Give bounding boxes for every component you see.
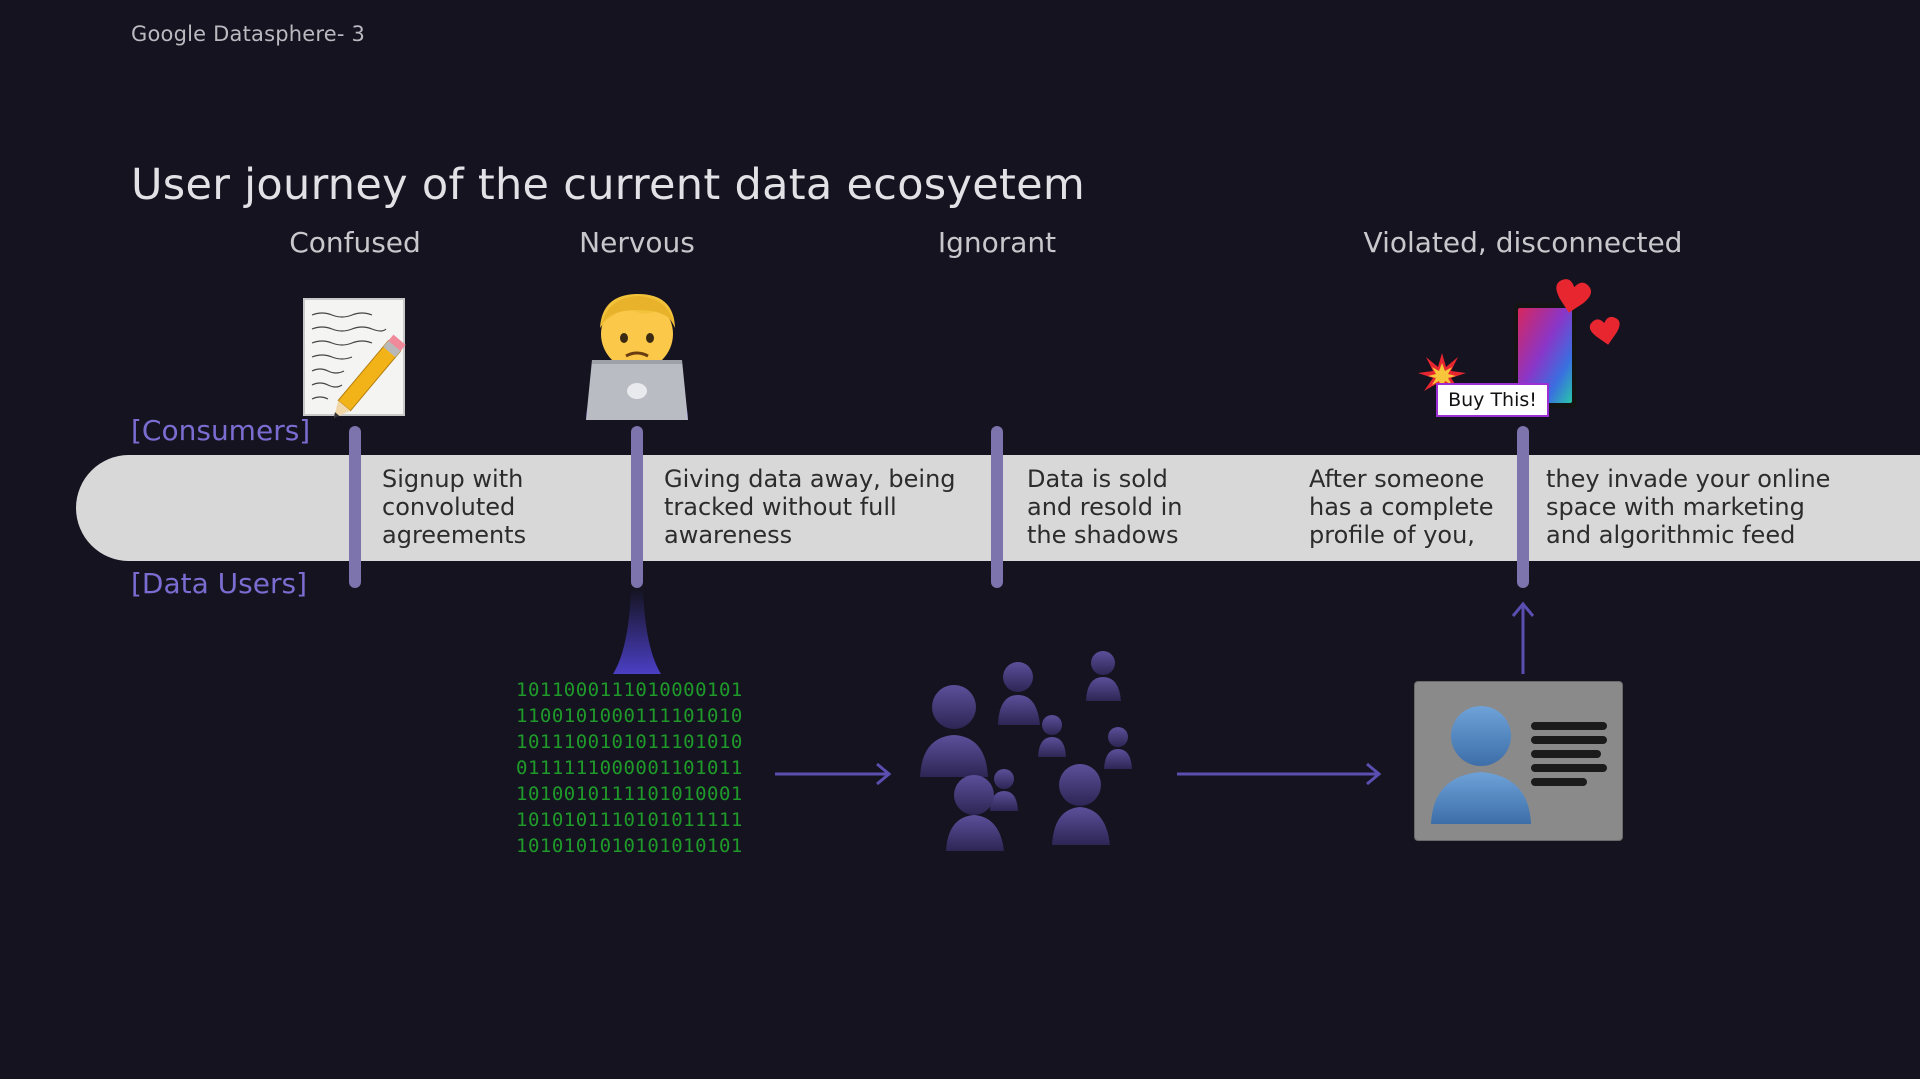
step-signup: Signup with convoluted agreements: [382, 465, 527, 549]
arrow-right-icon: [1177, 762, 1382, 786]
arrow-up-icon: [1511, 601, 1535, 674]
text-lines-icon: [1531, 722, 1607, 786]
slide-title: User journey of the current data ecosyet…: [131, 160, 1086, 210]
memo-pencil-icon: [303, 298, 406, 418]
emotion-nervous: Nervous: [579, 226, 695, 259]
ad-callout: Buy This!: [1436, 383, 1549, 417]
binary-line: 1011100101011101010: [516, 731, 743, 753]
person-laptop-icon: [586, 294, 688, 420]
binary-line: 1100101000111101010: [516, 705, 743, 727]
binary-line: 1010010111101010001: [516, 783, 743, 805]
timeline-marker: [1517, 426, 1529, 588]
binary-line: 1011000111010000101: [516, 679, 743, 701]
lane-label-consumers: [Consumers]: [131, 414, 311, 447]
binary-data: 1011000111010000101 1100101000111101010 …: [516, 677, 743, 859]
profile-card-icon: [1431, 706, 1531, 824]
header-label: Google Datasphere- 3: [131, 22, 366, 46]
binary-line: 0111111000001101011: [516, 757, 743, 779]
timeline-marker: [631, 426, 643, 588]
step-data-sold: Data is sold and resold in the shadows: [1027, 465, 1183, 549]
timeline-marker: [349, 426, 361, 588]
emotion-confused: Confused: [289, 226, 421, 259]
timeline-marker: [991, 426, 1003, 588]
arrow-right-icon: [775, 762, 892, 786]
lane-label-data-users: [Data Users]: [131, 567, 308, 600]
profile-card: [1414, 681, 1623, 841]
step-invade-space: they invade your online space with marke…: [1546, 465, 1831, 549]
step-complete-profile: After someone has a complete profile of …: [1309, 465, 1494, 549]
emotion-violated: Violated, disconnected: [1363, 226, 1683, 259]
binary-line: 1010101110101011111: [516, 809, 743, 831]
emotion-ignorant: Ignorant: [937, 226, 1057, 259]
data-funnel: [613, 588, 661, 674]
binary-line: 1010101010101010101: [516, 835, 743, 857]
step-giving-data: Giving data away, being tracked without …: [664, 465, 956, 549]
people-crowd-icon: [920, 651, 1132, 851]
phone-hearts-icon: [1514, 279, 1620, 408]
